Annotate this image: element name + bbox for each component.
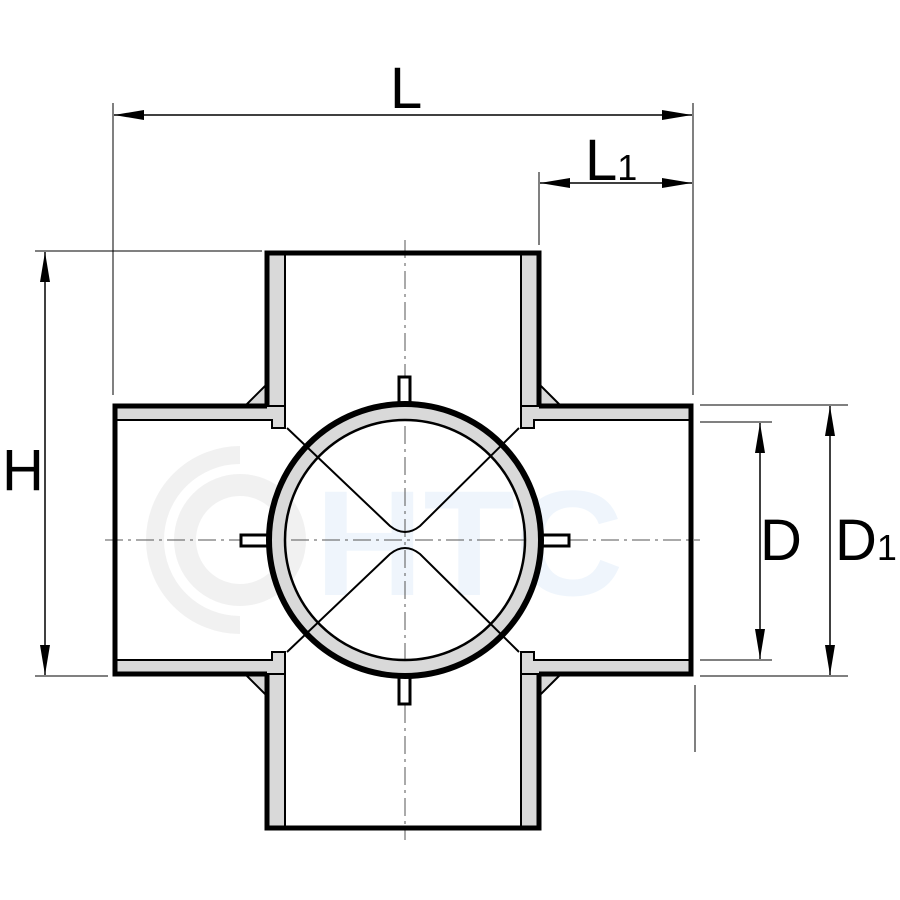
watermark-logo: HTC	[146, 446, 623, 634]
left-bottom-wall	[114, 651, 286, 675]
centerlines	[105, 240, 700, 840]
gusset	[242, 673, 268, 699]
top-left-wall	[266, 252, 286, 407]
intersection-curves	[286, 427, 520, 653]
gusset	[242, 381, 268, 407]
top-right-wall	[520, 252, 540, 407]
stud-right	[539, 533, 571, 548]
right-top-wall	[520, 405, 692, 429]
stud-left	[239, 533, 271, 548]
label-L: L	[390, 56, 422, 121]
left-top-wall	[114, 405, 286, 429]
stud-top	[397, 375, 412, 407]
label-L1-sub: 1	[617, 147, 637, 188]
stud-bottom	[397, 674, 412, 706]
outer-edges	[112, 250, 694, 831]
label-L1: L1	[585, 128, 637, 193]
label-L1-main: L	[585, 128, 617, 193]
bottom-left-wall	[266, 673, 286, 829]
right-bottom-wall	[520, 651, 692, 675]
label-D1-sub: 1	[877, 527, 897, 568]
branch-circle	[266, 401, 544, 679]
label-D1-main: D	[835, 508, 877, 573]
gusset	[538, 381, 564, 407]
bottom-right-wall	[520, 673, 540, 829]
gusset	[538, 673, 564, 699]
extension-lines	[35, 103, 848, 752]
label-H: H	[2, 438, 44, 503]
dimension-lines	[40, 110, 835, 675]
label-D: D	[760, 508, 802, 573]
watermark-text: HTC	[315, 459, 623, 627]
label-D1: D1	[835, 508, 897, 573]
